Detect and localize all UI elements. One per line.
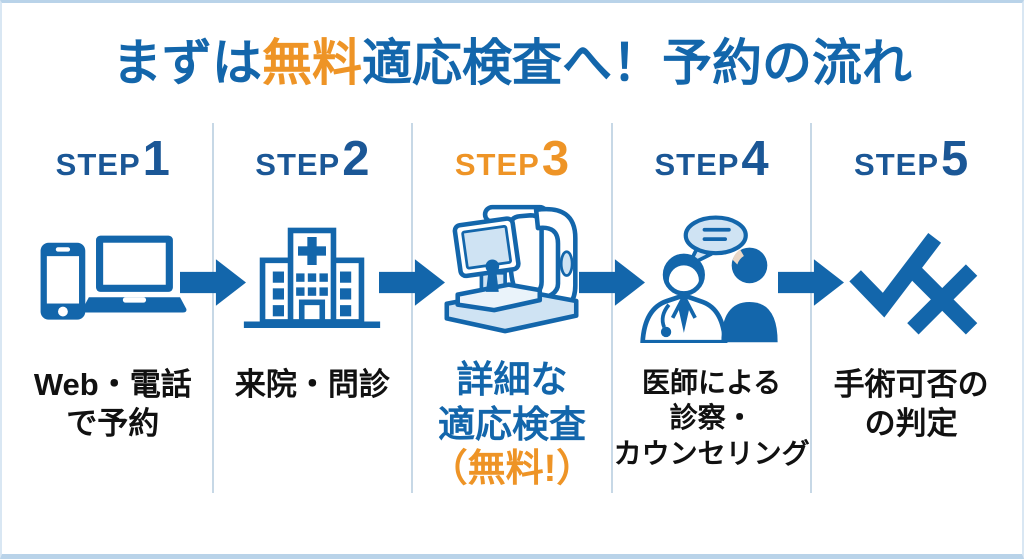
step-column-5: STEP 5 手術可否の の判定 xyxy=(810,123,1010,493)
stethoscope xyxy=(660,303,670,329)
caption-line: で予約 xyxy=(66,406,160,442)
title-segment-highlight: 無料 xyxy=(262,35,362,91)
hospital-door xyxy=(299,299,326,326)
eye-exam-machine-icon xyxy=(444,205,579,334)
caption-line: 詳細な xyxy=(456,359,568,401)
step-1-label: STEP 1 xyxy=(56,135,170,189)
step-5-icon-box xyxy=(840,191,982,363)
step-column-2: STEP 2 xyxy=(211,123,412,493)
steps-row: STEP 1 xyxy=(14,123,1010,493)
step-number: 1 xyxy=(142,132,170,186)
page-title: まずは無料適応検査へ！予約の流れ xyxy=(2,33,1022,93)
free-note: （無料!） xyxy=(429,448,595,491)
tie xyxy=(677,300,690,334)
step-word: STEP xyxy=(255,147,341,182)
step-1-caption: Web・電話 で予約 xyxy=(34,365,192,443)
arrow-right-icon xyxy=(379,259,446,306)
patient-icon xyxy=(720,247,778,343)
step-1-icon-box xyxy=(37,191,189,363)
step-number: 4 xyxy=(741,132,769,186)
joystick xyxy=(486,269,500,293)
step-column-1: STEP 1 xyxy=(14,123,212,493)
caption-line: 医師による xyxy=(641,367,782,398)
doctor-patient-icon xyxy=(639,215,778,343)
step-number: 3 xyxy=(541,132,570,186)
step-2-label: STEP 2 xyxy=(255,135,369,189)
caption-line: 手術可否の xyxy=(833,367,989,402)
step-word: STEP xyxy=(654,147,740,182)
step-3-icon-box xyxy=(434,189,589,355)
caption-line: 診察・ xyxy=(669,402,754,434)
step-word: STEP xyxy=(55,147,141,182)
step-4-label: STEP 4 xyxy=(654,135,768,189)
step-column-4: STEP 4 xyxy=(610,123,811,493)
step-3-label: STEP 3 xyxy=(455,135,569,187)
step-4-icon-box xyxy=(637,191,787,363)
step-number: 2 xyxy=(342,132,370,186)
check-cross-icon xyxy=(849,233,978,335)
step-5-label: STEP 5 xyxy=(854,135,968,189)
caption-line: 適応検査 xyxy=(437,404,586,446)
smartphone-laptop-icon xyxy=(40,235,187,320)
check-icon xyxy=(849,233,942,318)
step-word: STEP xyxy=(854,147,940,182)
arrow-right-icon xyxy=(777,259,844,306)
arrow-right-icon xyxy=(578,259,645,306)
step-5-caption: 手術可否の の判定 xyxy=(834,365,989,443)
hospital-cross-icon xyxy=(298,237,327,266)
caption-line: カウンセリング xyxy=(613,437,810,469)
caption-line: 来院・問診 xyxy=(234,367,390,402)
step-4-caption: 医師による 診察・ カウンセリング xyxy=(614,365,810,471)
caption-line: Web・電話 xyxy=(33,367,192,402)
step-column-3: STEP 3 xyxy=(411,123,611,493)
step-3-caption: 詳細な 適応検査 （無料!） xyxy=(430,357,595,493)
caption-line: の判定 xyxy=(864,406,958,442)
step-word: STEP xyxy=(454,147,540,182)
step-2-icon-box xyxy=(242,191,382,363)
hospital-icon xyxy=(244,227,381,329)
smartphone-icon xyxy=(40,243,86,320)
hospital-windows xyxy=(273,271,352,317)
title-segment: まずは xyxy=(112,35,262,91)
arrow-right-icon xyxy=(180,259,247,306)
step-2-caption: 来院・問診 xyxy=(235,365,390,404)
doctor-icon xyxy=(639,254,728,343)
laptop-icon xyxy=(82,235,187,313)
step-number: 5 xyxy=(941,132,969,186)
cross-icon xyxy=(907,264,978,335)
title-segment: 適応検査へ！予約の流れ xyxy=(362,35,912,91)
